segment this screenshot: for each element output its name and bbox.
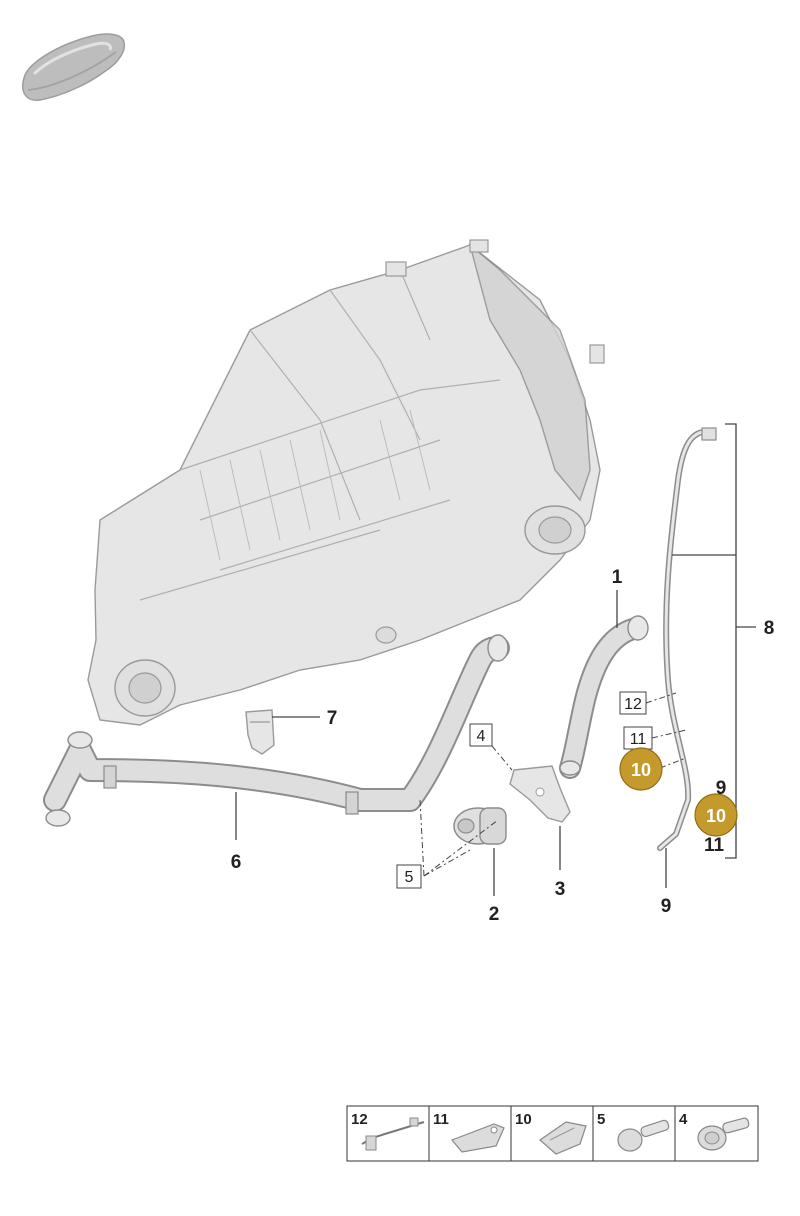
hose-clip-icon bbox=[361, 1117, 425, 1151]
legend-cell-4: 4 bbox=[679, 1111, 750, 1151]
hardware-legend: 12 11 10 5 bbox=[346, 1105, 759, 1162]
callout-8: 8 bbox=[764, 618, 775, 639]
svg-text:12: 12 bbox=[351, 1111, 368, 1128]
svg-text:10: 10 bbox=[631, 760, 651, 780]
svg-text:10: 10 bbox=[706, 806, 726, 826]
svg-text:12: 12 bbox=[624, 696, 642, 713]
leader-lines bbox=[235, 423, 756, 896]
svg-text:11: 11 bbox=[630, 731, 647, 748]
highlight-badge-10-left[interactable]: 10 bbox=[619, 747, 663, 791]
boxed-label-5: 5 bbox=[396, 864, 422, 889]
svg-text:11: 11 bbox=[433, 1111, 449, 1128]
callout-11-right: 11 bbox=[704, 835, 725, 856]
bracket-3 bbox=[509, 765, 571, 823]
flange-bolt-icon bbox=[697, 1117, 750, 1151]
clip-plate-icon bbox=[451, 1123, 505, 1153]
callout-9-bottom: 9 bbox=[661, 896, 672, 917]
boxed-label-11: 11 bbox=[623, 726, 653, 750]
highlight-badge-10-right[interactable]: 10 bbox=[694, 793, 738, 837]
callout-7: 7 bbox=[327, 708, 338, 729]
svg-text:10: 10 bbox=[515, 1111, 532, 1128]
coolant-pipe-6 bbox=[43, 634, 510, 827]
bolt-icon bbox=[617, 1119, 670, 1152]
legend-cell-12: 12 bbox=[351, 1111, 425, 1151]
callout-3: 3 bbox=[555, 879, 566, 900]
svg-text:5: 5 bbox=[597, 1111, 605, 1128]
svg-text:5: 5 bbox=[405, 869, 414, 886]
callout-1: 1 bbox=[612, 567, 623, 588]
transmission-drawing bbox=[87, 239, 605, 726]
boxed-label-4: 4 bbox=[469, 723, 493, 747]
svg-text:4: 4 bbox=[477, 728, 486, 745]
callout-9-right: 9 bbox=[716, 778, 727, 799]
callout-2: 2 bbox=[489, 904, 500, 925]
hose-1 bbox=[559, 615, 649, 779]
component-2 bbox=[453, 807, 507, 845]
legend-cell-11: 11 bbox=[433, 1111, 505, 1153]
boxed-label-12: 12 bbox=[619, 691, 647, 715]
legend-cell-5: 5 bbox=[597, 1111, 670, 1152]
bracket-clip-icon bbox=[539, 1121, 587, 1155]
line-8 bbox=[657, 427, 717, 851]
legend-cell-10: 10 bbox=[515, 1111, 587, 1155]
svg-text:4: 4 bbox=[679, 1111, 688, 1128]
vehicle-silhouette-icon bbox=[22, 33, 126, 101]
callout-6: 6 bbox=[231, 852, 242, 873]
clip-7 bbox=[245, 709, 275, 755]
